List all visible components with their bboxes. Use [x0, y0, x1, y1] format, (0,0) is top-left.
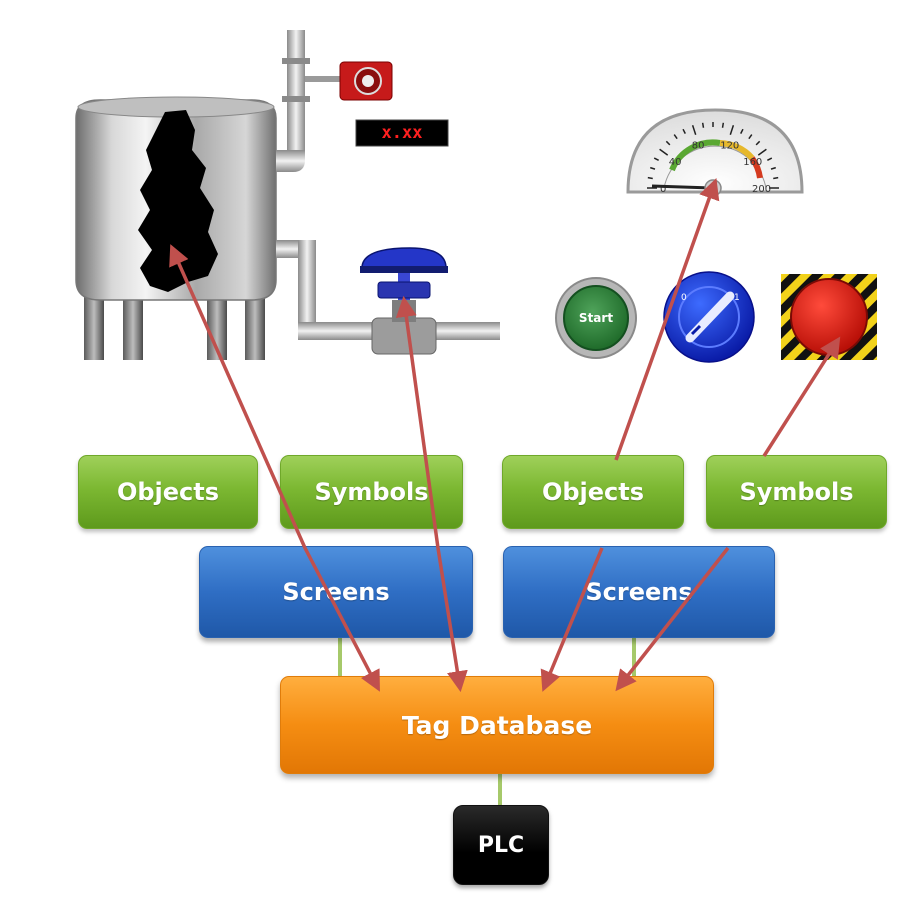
digital-display-text: x.xx: [381, 123, 423, 143]
selector-mark-1: 1: [734, 293, 740, 303]
selector-switch-icon: 0 1: [663, 271, 755, 363]
gauge-tick: [740, 128, 744, 134]
gauge-tick: [773, 176, 779, 180]
start-button-label: Start: [578, 311, 614, 325]
gauge-tick: [770, 166, 777, 170]
screens-box-right: Screens: [503, 546, 775, 638]
gauge-tick: [647, 176, 653, 180]
emergency-stop-icon: [781, 274, 877, 360]
tank-icon: [75, 96, 277, 360]
symbols-box-right: Symbols: [706, 455, 887, 529]
gauge-tick: [653, 157, 659, 161]
gauge-tick: [755, 140, 761, 146]
control-valve-icon: [360, 247, 448, 355]
gauge-tick-label: 40: [669, 157, 682, 168]
digital-display-icon: [355, 119, 449, 147]
gauge-tick: [673, 134, 678, 140]
gauge-tick-label: 120: [720, 140, 739, 151]
gauge-tick: [721, 122, 725, 128]
gauge-tick-label: 200: [752, 184, 771, 195]
objects-box-left: Objects: [78, 455, 258, 529]
gauge-tick: [682, 128, 686, 134]
plc-box: PLC: [453, 805, 549, 885]
pressure-transmitter-icon: [305, 61, 393, 101]
screens-box-left: Screens: [199, 546, 473, 638]
gauge-tick: [748, 134, 753, 140]
gauge-tick-label: 80: [692, 140, 705, 151]
gauge-tick: [691, 124, 697, 135]
objects-box-right: Objects: [502, 455, 684, 529]
gauge-tick: [767, 157, 773, 161]
gauge-tick: [729, 124, 735, 135]
gauge-tick: [757, 148, 767, 156]
gauge-tick: [659, 148, 669, 156]
selector-mark-0: 0: [681, 293, 687, 303]
symbols-box-left: Symbols: [280, 455, 463, 529]
gauge-tick: [701, 122, 705, 128]
tag-database-box: Tag Database: [280, 676, 714, 774]
gauge-tick: [649, 166, 656, 170]
gauge-tick-label: 160: [743, 157, 762, 168]
gauge-tick: [665, 140, 671, 146]
